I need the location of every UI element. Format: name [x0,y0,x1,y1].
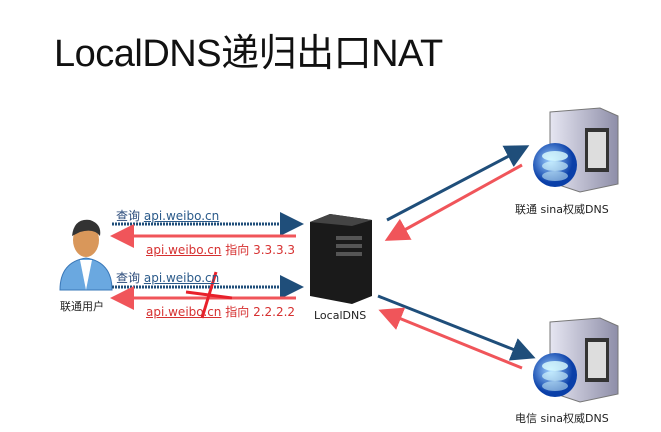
answer-arrow-unicom [384,163,523,241]
query-prefix: 查询 [116,209,141,223]
query-domain: api.weibo.cn [143,271,220,285]
telecom-dns-server-icon [533,317,619,403]
page-title: LocalDNS递归出口NAT [54,33,443,75]
unicom-server-label: 联通 sina权威DNS [515,203,609,216]
cross-mark-icon [185,271,233,319]
answer-label-2: api.weibo.cn 指向 2.2.2.2 [146,303,295,320]
query-label-1: 查询 api.weibo.cn [116,207,219,224]
query-arrow-telecom [377,294,536,361]
user-icon [59,219,113,291]
answer-text: 指向 2.2.2.2 [225,305,296,319]
localdns-label: LocalDNS [314,309,367,322]
answer-arrow-telecom [378,307,523,370]
unicom-dns-server-icon [533,107,619,193]
query-label-2: 查询 api.weibo.cn [116,269,219,286]
answer-label-1: api.weibo.cn 指向 3.3.3.3 [146,241,295,258]
answer-domain: api.weibo.cn [146,305,222,319]
localdns-server-icon [310,214,372,304]
answer-domain: api.weibo.cn [146,243,222,257]
query-domain: api.weibo.cn [143,209,220,223]
query-arrow-unicom [386,145,530,222]
telecom-server-label: 电信 sina权威DNS [515,412,609,425]
answer-text: 指向 3.3.3.3 [225,243,296,257]
query-prefix: 查询 [116,271,141,285]
user-label: 联通用户 [60,300,104,313]
